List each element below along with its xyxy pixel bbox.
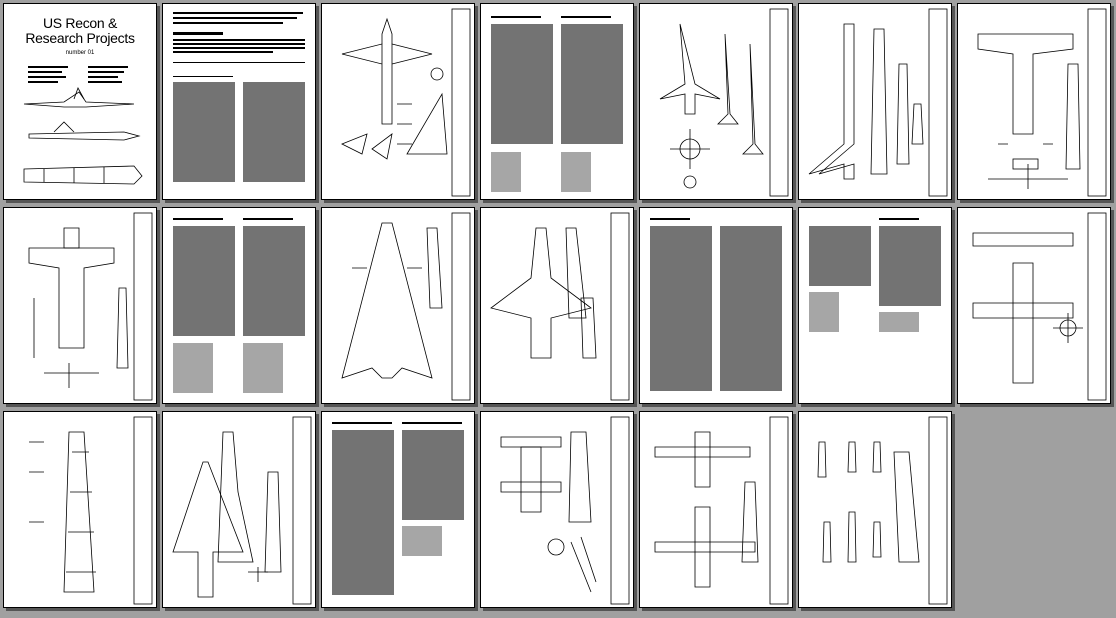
page-thumbnail-2[interactable] [162, 3, 316, 200]
page-thumbnail-3[interactable] [321, 3, 475, 200]
cover-title-line2: Research Projects [25, 30, 135, 46]
page-thumbnail-10[interactable] [321, 207, 475, 404]
page-thumbnail-15[interactable] [3, 411, 157, 608]
text-page-4 [491, 16, 623, 192]
page-thumbnail-5[interactable] [639, 3, 793, 200]
drawing-page-16 [172, 416, 312, 605]
page-thumbnail-18[interactable] [480, 411, 634, 608]
page-thumbnail-16[interactable] [162, 411, 316, 608]
drawing-page-3 [341, 8, 471, 197]
page-thumbnail-4[interactable] [480, 3, 634, 200]
text-page-2 [173, 12, 305, 182]
page-thumbnail-14[interactable] [957, 207, 1111, 404]
drawing-page-18 [500, 416, 630, 605]
page-thumbnail-17[interactable] [321, 411, 475, 608]
page-thumbnail-8[interactable] [3, 207, 157, 404]
page-thumbnail-19[interactable] [639, 411, 793, 608]
text-page-13 [809, 218, 941, 332]
cover-subtitle: number 01 [65, 50, 95, 56]
page-thumbnail-6[interactable] [798, 3, 952, 200]
drawing-page-20 [817, 416, 948, 605]
drawing-page-11 [490, 212, 630, 401]
text-page-9 [173, 218, 305, 393]
drawing-page-10 [341, 212, 471, 401]
drawing-page-8 [28, 212, 153, 401]
cover-title: US Recon & Research Projects [4, 16, 156, 46]
page-thumbnail-cover[interactable]: US Recon & Research Projects number 01 [3, 3, 157, 200]
page-thumbnail-7[interactable] [957, 3, 1111, 200]
drawing-page-7 [977, 8, 1107, 197]
cover-artwork [23, 66, 143, 185]
cover-title-line1: US Recon & [42, 15, 118, 31]
drawing-page-5 [659, 8, 789, 197]
drawing-page-6 [808, 8, 948, 197]
drawing-page-19 [654, 416, 789, 605]
page-thumbnail-20[interactable] [798, 411, 952, 608]
page-thumbnail-12[interactable] [639, 207, 793, 404]
drawing-page-14 [972, 212, 1107, 401]
page-thumbnail-9[interactable] [162, 207, 316, 404]
page-thumbnail-13[interactable] [798, 207, 952, 404]
text-page-17 [332, 422, 464, 595]
page-thumbnail-11[interactable] [480, 207, 634, 404]
text-page-12 [650, 218, 782, 391]
drawing-page-15 [29, 416, 153, 605]
